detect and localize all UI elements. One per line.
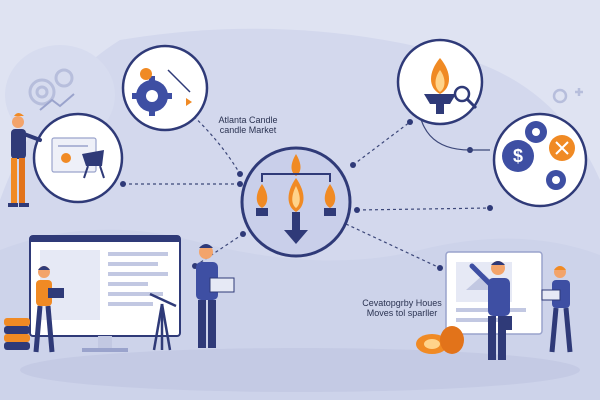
candles-flow-node: [240, 146, 352, 258]
bottom-label-line2: Moves tol sparller: [366, 308, 438, 318]
connector-lines: [123, 107, 491, 269]
flame-magnifier-node: [396, 38, 484, 126]
gear-chart-icon: [132, 68, 192, 116]
bottom-label: Cevatopgrby Houes Moves tol sparller: [346, 298, 458, 318]
monitor-left: [29, 235, 181, 352]
svg-text:$: $: [513, 146, 523, 166]
coin-stack-right: [416, 326, 464, 354]
person-presenter-left: [8, 113, 42, 207]
gear-chart-node: [121, 44, 209, 132]
dollar-gears-icon: $: [502, 121, 575, 190]
person-laptop-center: [196, 244, 235, 348]
market-label-line1: Atlanta Candle: [218, 115, 278, 125]
person-pointing-right: [469, 261, 512, 360]
connector-dots: [120, 119, 493, 271]
gear-decor-left: [28, 68, 75, 111]
document-chair-icon: [51, 137, 105, 179]
person-laptop-left: [33, 266, 64, 353]
gear-decor-right: [552, 88, 583, 104]
bottom-label-line1: Cevatopgrby Houes: [362, 298, 442, 308]
person-laptop-right: [541, 266, 573, 353]
market-label: Atlanta Candle candle Market: [196, 115, 300, 135]
dollar-gears-node: $: [492, 112, 588, 208]
candles-flow-icon: [256, 154, 336, 244]
document-chair-node: [32, 112, 124, 204]
market-label-line2: candle Market: [219, 125, 277, 135]
flame-magnifier-icon: [424, 58, 478, 114]
coin-stack-left: [4, 318, 30, 350]
telescope: [149, 292, 177, 351]
